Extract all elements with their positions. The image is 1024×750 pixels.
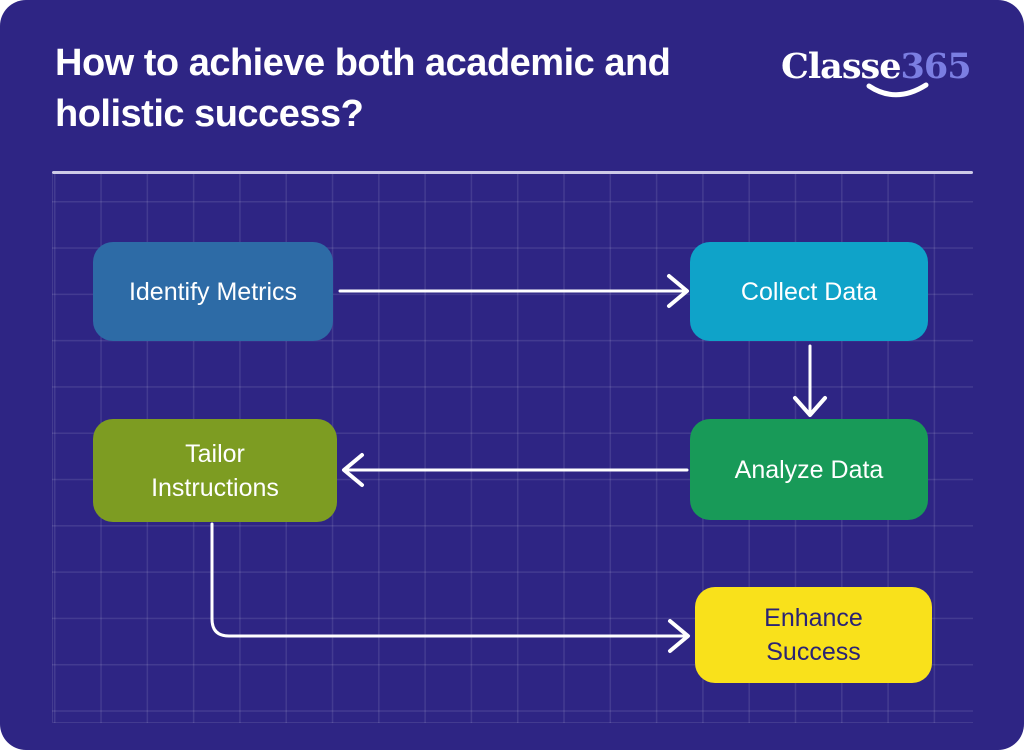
flow-node-label: Identify Metrics xyxy=(128,277,298,306)
title-separator-line xyxy=(52,171,973,174)
flow-node-label: Collect Data xyxy=(740,277,878,306)
flow-node-identify-metrics: Identify Metrics xyxy=(93,242,333,341)
smile-arc-icon xyxy=(866,82,929,98)
flow-node-label: Enhance Success xyxy=(764,604,863,666)
flow-node-tailor-instructions: Tailor Instructions xyxy=(93,419,337,522)
page-title: How to achieve both academic and holisti… xyxy=(55,42,671,135)
brand-logo-brand: Classe xyxy=(781,46,902,87)
brand-logo-text: Classe365 xyxy=(781,46,972,87)
brand-logo-suffix: 365 xyxy=(900,46,972,87)
flow-node-label: Tailor Instructions xyxy=(151,439,279,502)
flow-node-analyze-data: Analyze Data xyxy=(690,419,928,520)
flow-node-enhance-success: Enhance Success xyxy=(695,587,932,683)
flow-node-collect-data: Collect Data xyxy=(690,242,928,341)
flow-node-label: Analyze Data xyxy=(734,455,884,484)
brand-logo: Classe365 xyxy=(781,46,972,106)
